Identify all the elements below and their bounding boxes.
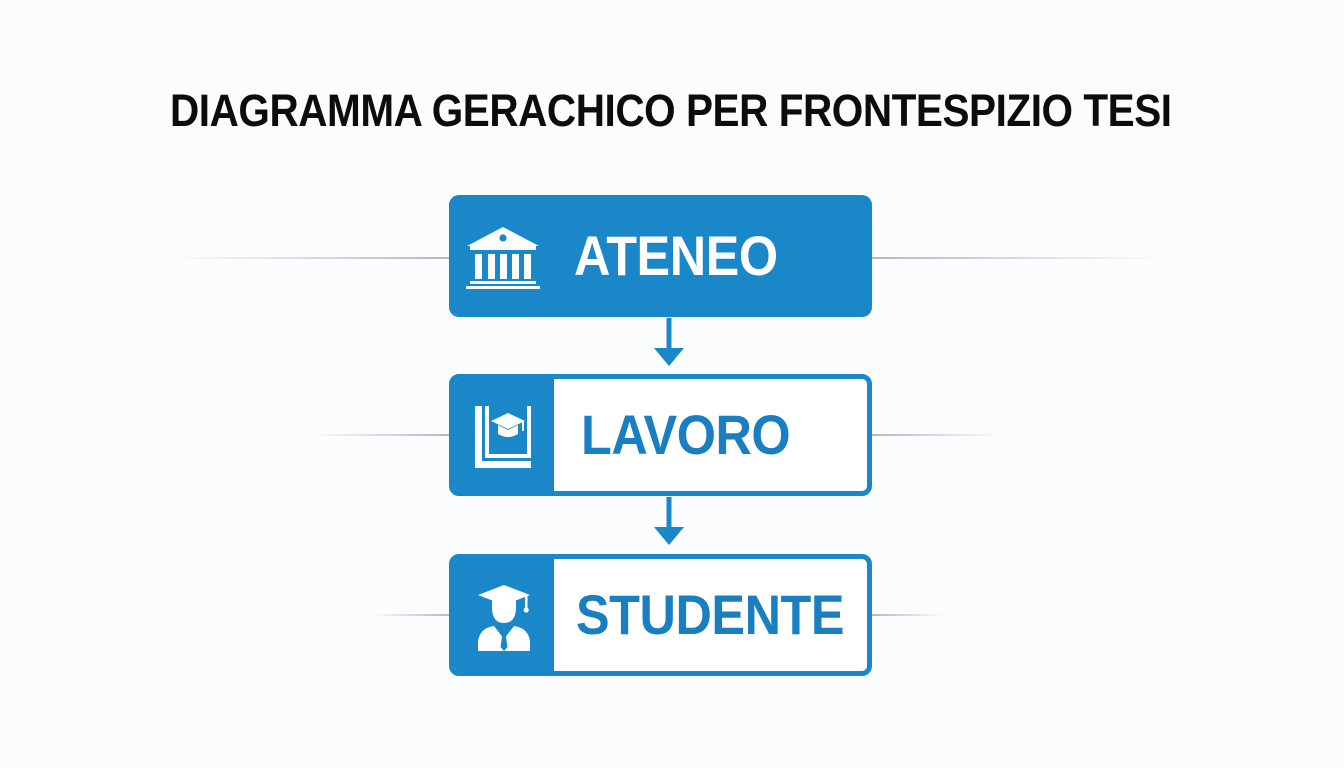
node-studente: STUDENTE [449, 554, 872, 676]
guide-line-studente-left [372, 614, 450, 616]
node-lavoro: LAVORO [449, 374, 872, 496]
guide-line-ateneo-right [872, 257, 1162, 259]
node-ateneo: ATENEO [449, 195, 872, 317]
guide-line-ateneo-left [170, 257, 450, 259]
node-lavoro-label: LAVORO [581, 403, 791, 466]
graduate-student-icon [472, 581, 536, 653]
diagram-title: DIAGRAMMA GERACHICO PER FRONTESPIZIO TES… [170, 85, 1172, 136]
guide-line-studente-right [872, 614, 944, 616]
university-building-icon [463, 224, 543, 290]
arrow-down-icon [652, 318, 686, 368]
guide-line-lavoro-left [310, 434, 450, 436]
node-ateneo-label: ATENEO [574, 224, 778, 287]
node-studente-label: STUDENTE [576, 583, 845, 646]
arrow-down-icon [652, 497, 686, 547]
book-mortarboard-icon [471, 402, 535, 474]
guide-line-lavoro-right [872, 434, 1002, 436]
